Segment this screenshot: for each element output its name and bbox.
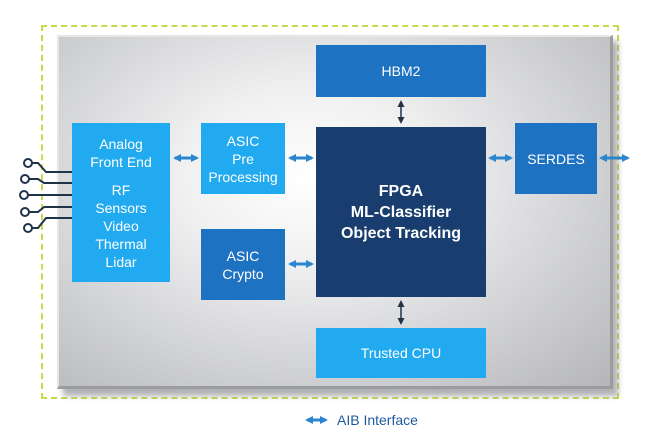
fpga-block: FPGA ML-Classifier Object Tracking <box>316 127 486 297</box>
package-boundary <box>41 25 619 399</box>
asic-pre-processing-label: ASIC Pre Processing <box>208 132 278 185</box>
serdes-label: SERDES <box>527 150 585 167</box>
trusted-cpu-label: Trusted CPU <box>360 345 442 361</box>
serdes-block: SERDES <box>515 123 597 194</box>
asic-crypto-label: ASIC Crypto <box>222 247 264 282</box>
trusted-cpu-block: Trusted CPU <box>316 328 486 378</box>
hbm2-label: HBM2 <box>381 63 421 79</box>
fpga-title: FPGA <box>378 182 424 200</box>
sensors-label: RF Sensors Video Thermal Lidar <box>95 181 147 270</box>
asic-crypto-block: ASIC Crypto <box>201 229 285 300</box>
legend-label: AIB Interface <box>337 412 418 428</box>
fpga-object-tracking: Object Tracking <box>340 224 462 242</box>
analog-front-end-label: Analog Front End <box>90 135 152 170</box>
sensor-input-pins <box>19 158 72 233</box>
asic-pre-processing-block: ASIC Pre Processing <box>201 123 285 194</box>
analog-front-end-block: Analog Front End RF Sensors Video Therma… <box>72 123 170 282</box>
fpga-ml-classifier: ML-Classifier <box>350 203 452 221</box>
hbm2-block: HBM2 <box>316 45 486 97</box>
